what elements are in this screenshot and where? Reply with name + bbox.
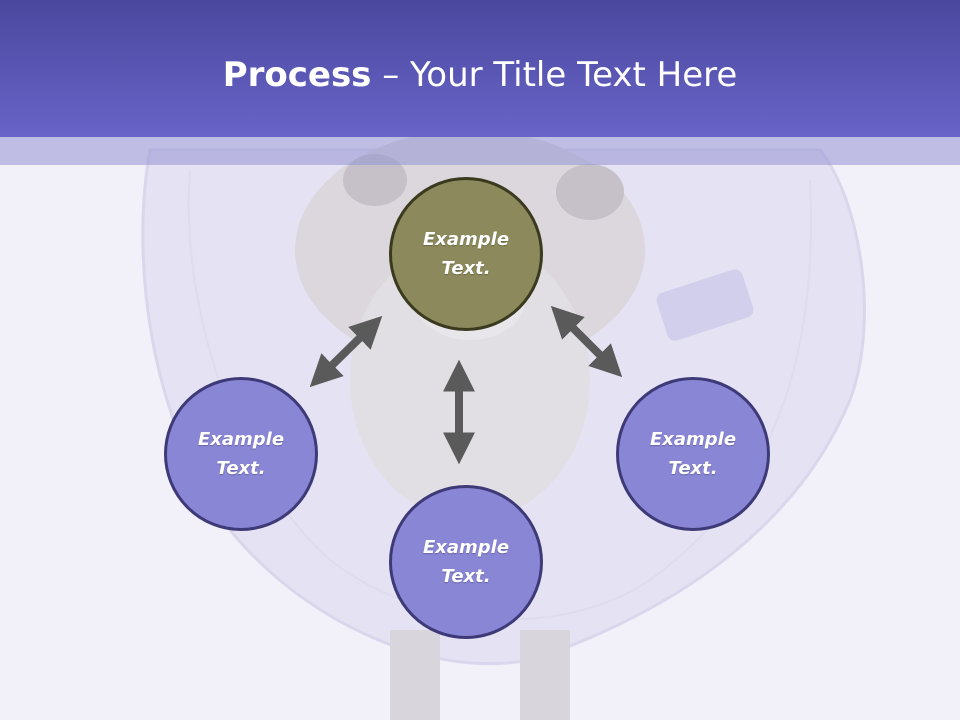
slide-title: Process – Your Title Text Here <box>0 50 960 100</box>
slide-title-text: – Your Title Text Here <box>371 55 738 95</box>
process-node-bottom[interactable]: Example Text. <box>389 485 543 639</box>
process-node-right[interactable]: Example Text. <box>616 377 770 531</box>
process-node-left-label: Example Text. <box>197 429 285 479</box>
process-node-top-label: Example Text. <box>422 229 510 279</box>
slide-title-bold: Process <box>222 55 372 95</box>
process-node-top[interactable]: Example Text. <box>389 177 543 331</box>
process-node-left[interactable]: Example Text. <box>164 377 318 531</box>
process-node-bottom-label: Example Text. <box>422 537 510 587</box>
title-underline-strip <box>0 137 960 165</box>
title-bar <box>0 0 960 137</box>
process-node-right-label: Example Text. <box>649 429 737 479</box>
